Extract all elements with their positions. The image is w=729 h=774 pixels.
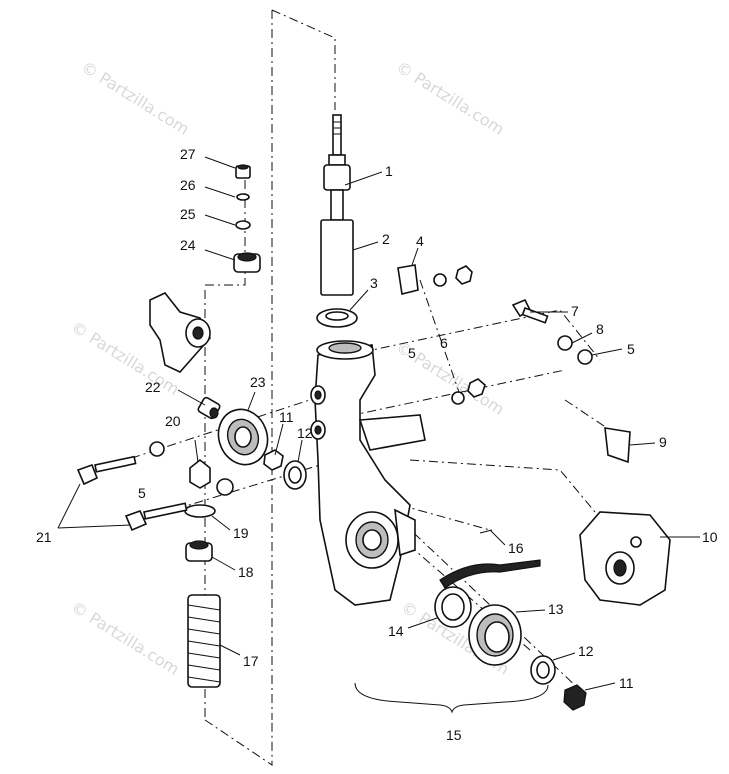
part-24-bushing bbox=[233, 252, 261, 273]
callout-9: 9 bbox=[659, 434, 667, 450]
part-5-washer-upper bbox=[433, 273, 447, 287]
callout-16: 16 bbox=[508, 540, 524, 556]
part-27-nut bbox=[235, 164, 251, 179]
callout-5-right: 5 bbox=[627, 341, 635, 357]
callout-12-right: 12 bbox=[578, 643, 594, 659]
part-12-bearing-left bbox=[283, 460, 307, 490]
callout-3: 3 bbox=[370, 275, 378, 291]
part-10-caliper bbox=[579, 511, 671, 606]
callouts: 1 2 3 4 5 6 7 8 5 9 10 11 12 13 12 11 14… bbox=[36, 146, 718, 743]
part-2-shock-body bbox=[320, 219, 354, 296]
part-6-nut-top bbox=[455, 265, 473, 285]
part-6-washer bbox=[451, 391, 465, 405]
part-8-washer bbox=[557, 335, 573, 351]
callout-1: 1 bbox=[385, 163, 393, 179]
part-3-washer bbox=[316, 308, 358, 328]
callout-25: 25 bbox=[180, 206, 196, 222]
part-1-shock-rod bbox=[323, 114, 351, 221]
part-11-nut-left bbox=[263, 449, 284, 471]
part-9-pad bbox=[604, 427, 631, 464]
part-26-washer bbox=[236, 193, 250, 201]
callout-8: 8 bbox=[596, 321, 604, 337]
callout-22: 22 bbox=[145, 379, 161, 395]
part-13-bearing bbox=[468, 604, 522, 666]
callout-24: 24 bbox=[180, 237, 196, 253]
callout-18: 18 bbox=[238, 564, 254, 580]
part-16-wire bbox=[439, 529, 541, 589]
part-18-bushing bbox=[185, 540, 213, 562]
washer-left bbox=[149, 441, 165, 457]
callout-17: 17 bbox=[243, 653, 259, 669]
callout-21: 21 bbox=[36, 529, 52, 545]
part-23-seal bbox=[217, 408, 269, 466]
callout-23: 23 bbox=[250, 374, 266, 390]
callout-10: 10 bbox=[702, 529, 718, 545]
shock-mount-bracket bbox=[149, 292, 211, 373]
callout-5-left: 5 bbox=[138, 485, 146, 501]
callout-19: 19 bbox=[233, 525, 249, 541]
part-25-washer bbox=[235, 220, 251, 230]
spindle-housing bbox=[310, 340, 426, 606]
part-14-seal bbox=[434, 586, 472, 628]
watermark-2: © Partzilla.com bbox=[393, 57, 508, 139]
callout-4: 4 bbox=[416, 233, 424, 249]
part-11-nut-right bbox=[563, 684, 587, 711]
callout-26: 26 bbox=[180, 177, 196, 193]
part-5-washer-left bbox=[216, 478, 234, 496]
part-21-bolt-upper bbox=[76, 455, 137, 486]
part-6-nut-bottom bbox=[467, 378, 486, 398]
part-19-washer bbox=[184, 504, 216, 518]
callout-7: 7 bbox=[571, 303, 579, 319]
callout-20: 20 bbox=[165, 413, 181, 429]
callout-27: 27 bbox=[180, 146, 196, 162]
callout-6: 6 bbox=[440, 335, 448, 351]
callout-2: 2 bbox=[382, 231, 390, 247]
part-4-bracket bbox=[397, 264, 419, 295]
callout-14: 14 bbox=[388, 623, 404, 639]
callout-11-left: 11 bbox=[279, 409, 294, 425]
part-20-nut bbox=[189, 458, 211, 489]
callout-11-right: 11 bbox=[619, 675, 634, 691]
leader-lines bbox=[57, 156, 700, 714]
watermark-5: © Partzilla.com bbox=[68, 597, 183, 679]
callout-5-upper: 5 bbox=[408, 345, 416, 361]
watermark-1: © Partzilla.com bbox=[78, 57, 193, 139]
callout-13: 13 bbox=[548, 601, 564, 617]
callout-15: 15 bbox=[446, 727, 462, 743]
part-12-bearing-right bbox=[530, 655, 556, 685]
part-22-bushing bbox=[197, 396, 221, 420]
part-17-spring bbox=[187, 594, 221, 688]
callout-12-left: 12 bbox=[297, 425, 313, 441]
part-5-washer-right bbox=[577, 349, 593, 365]
part-21-bolt-lower bbox=[124, 502, 188, 532]
